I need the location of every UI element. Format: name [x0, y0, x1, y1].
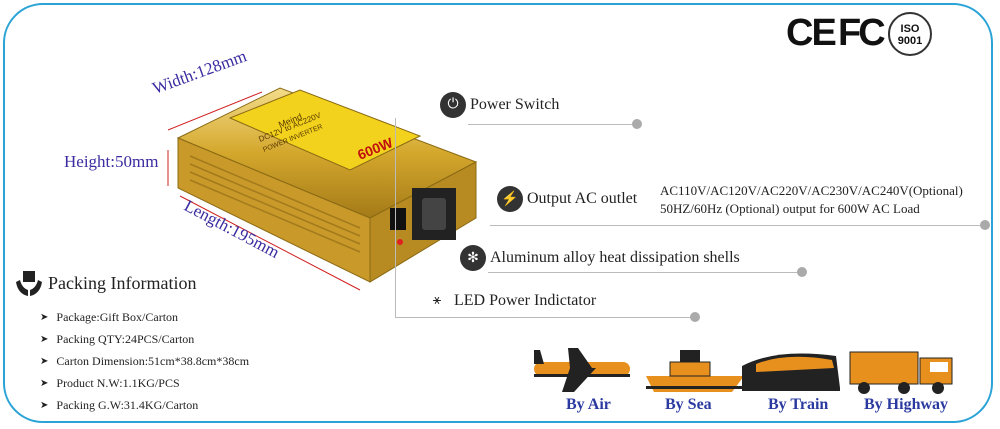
list-item: ➤ Carton Dimension:51cm*38.8cm*38cm [40, 350, 249, 372]
ce-mark: CE [786, 12, 837, 54]
rounded-frame [3, 3, 993, 423]
list-item-text: Product N.W:1.1KG/PCS [56, 375, 180, 390]
packing-hands-icon [16, 271, 42, 296]
shipping-label-train: By Train [768, 396, 829, 413]
list-item-text: Package:Gift Box/Carton [56, 309, 179, 324]
ship-icon [646, 350, 744, 392]
inverter-product-image: Meind DC12V to AC220V POWER INVERTER 600… [167, 87, 478, 291]
led-indicator [397, 239, 403, 245]
packing-title-text: Packing Information [48, 272, 197, 293]
feature-power-switch: ⏻ Power Switch [440, 92, 559, 118]
arrow-icon: ➤ [40, 355, 49, 367]
callout-line-led [395, 317, 695, 318]
callout-line-output [490, 225, 990, 226]
callout-dot-led [690, 312, 700, 322]
feature-label: Output AC outlet [527, 190, 638, 207]
list-item-text: Packing QTY:24PCS/Carton [56, 331, 195, 346]
power-icon: ⏻ [440, 92, 466, 118]
fcc-mark: FC [838, 12, 886, 54]
arrow-icon: ➤ [40, 399, 49, 411]
airplane-icon [534, 348, 630, 392]
shipping-label-highway: By Highway [864, 396, 949, 413]
output-spec: AC110V/AC120V/AC220V/AC230V/AC240V(Optio… [660, 182, 963, 218]
iso-seal-number: 9001 [897, 35, 923, 47]
feature-label: LED Power Indictator [454, 292, 597, 309]
callout-line-power [468, 124, 636, 125]
arrow-icon: ➤ [40, 377, 49, 389]
feature-label: Aluminum alloy heat dissipation shells [490, 249, 740, 266]
arrow-icon: ➤ [40, 311, 49, 323]
shipping-label-sea: By Sea [665, 396, 712, 413]
fan-icon: ✻ [460, 245, 486, 271]
list-item: ➤ Package:Gift Box/Carton [40, 306, 249, 328]
feature-led: ⚹ LED Power Indictator [424, 288, 596, 314]
packing-list: ➤ Package:Gift Box/Carton ➤ Packing QTY:24… [40, 306, 249, 416]
output-spec-line2: 50HZ/60Hz (Optional) output for 600W AC … [660, 201, 920, 216]
list-item: ➤ Packing QTY:24PCS/Carton [40, 328, 249, 350]
feature-label: Power Switch [470, 96, 560, 113]
feature-output-ac: ⚡ Output AC outlet [497, 186, 637, 212]
callout-dot-shell [797, 267, 807, 277]
shipping-label-air: By Air [566, 396, 611, 413]
list-item-text: Carton Dimension:51cm*38.8cm*38cm [56, 353, 250, 368]
iso-seal: ISO 9001 [888, 12, 932, 56]
arrow-icon: ➤ [40, 333, 49, 345]
led-icon: ⚹ [424, 288, 450, 314]
callout-dot-power [632, 119, 642, 129]
train-icon [742, 353, 840, 391]
power-switch [390, 208, 406, 230]
dimension-height: Height:50mm [64, 152, 159, 171]
output-spec-line1: AC110V/AC120V/AC220V/AC230V/AC240V(Optio… [660, 183, 963, 198]
bolt-icon: ⚡ [497, 186, 523, 212]
packing-title: Packing Information [14, 268, 196, 298]
list-item-text: Packing G.W:31.4KG/Carton [56, 397, 199, 412]
feature-heat-shell: ✻ Aluminum alloy heat dissipation shells [460, 245, 740, 271]
callout-vertical-line [395, 118, 396, 318]
iso-seal-top: ISO [900, 23, 920, 35]
list-item: ➤ Packing G.W:31.4KG/Carton [40, 394, 249, 416]
callout-dot-output [980, 220, 990, 230]
truck-icon [849, 351, 953, 394]
callout-line-shell [488, 272, 802, 273]
list-item: ➤ Product N.W:1.1KG/PCS [40, 372, 249, 394]
